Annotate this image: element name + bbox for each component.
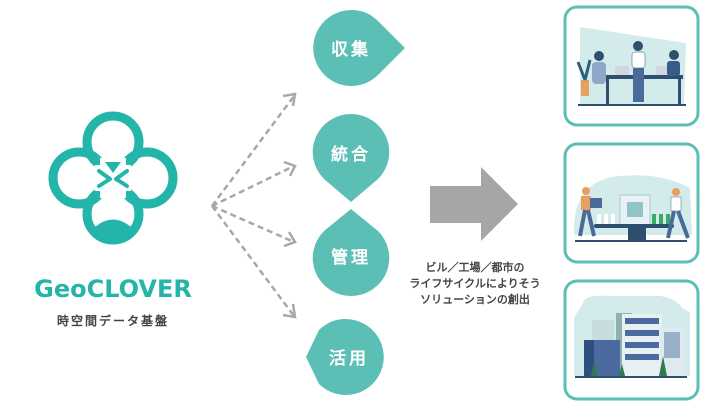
- step-label: 統合: [331, 144, 371, 165]
- step-integrate: 統合: [312, 113, 390, 202]
- dashed-arrows: [210, 92, 297, 319]
- result-caption: ビル／工場／都市の ライフサイクルによりそう ソリューションの創出: [409, 260, 540, 306]
- svg-text:ビル／工場／都市の: ビル／工場／都市の: [426, 260, 525, 274]
- step-utilize: 活用: [306, 318, 384, 395]
- dashed-arrow-collect: [210, 95, 296, 207]
- illustration-office: [563, 5, 700, 127]
- step-manage: 管理: [312, 209, 390, 297]
- step-label: 収集: [331, 39, 371, 60]
- geoclover-logo: GeoCLOVER 時空間データ基盤: [34, 111, 192, 328]
- step-label: 管理: [331, 247, 371, 268]
- brand-name: GeoCLOVER: [34, 275, 192, 303]
- dashed-arrow-manage: [211, 204, 295, 244]
- svg-text:ソリューションの創出: ソリューションの創出: [420, 292, 530, 306]
- dashed-arrow-integrate: [211, 164, 295, 208]
- illustration-city: [563, 279, 700, 401]
- illustration-factory: [563, 142, 700, 264]
- dashed-arrow-utilize: [210, 205, 296, 317]
- step-label: 活用: [329, 348, 369, 369]
- big-right-arrow: [430, 167, 518, 241]
- svg-text:ライフサイクルによりそう: ライフサイクルによりそう: [409, 277, 540, 290]
- step-collect: 収集: [313, 9, 405, 86]
- brand-subtitle: 時空間データ基盤: [57, 313, 169, 328]
